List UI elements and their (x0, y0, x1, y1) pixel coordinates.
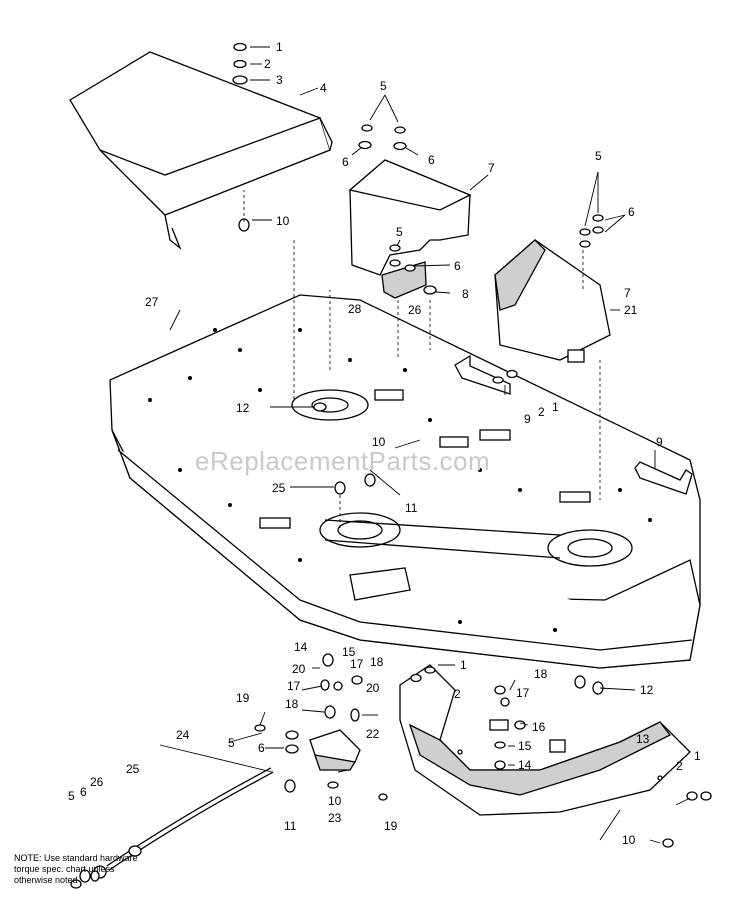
deck-mounting-holes (148, 328, 652, 632)
note-line-1: NOTE: Use standard hardware (14, 853, 138, 863)
callout-7: 7 (488, 161, 495, 175)
callout-2: 2 (264, 57, 271, 71)
callout-1: 1 (460, 658, 467, 672)
callout-16: 16 (532, 720, 546, 734)
callout-20: 20 (292, 662, 306, 676)
callout-17: 17 (287, 679, 301, 693)
callout-10: 10 (276, 214, 290, 228)
callout-5: 5 (68, 789, 75, 803)
callout-11: 11 (284, 819, 297, 833)
callout-6: 6 (80, 785, 87, 799)
callout-17: 17 (516, 686, 530, 700)
callout-6: 6 (428, 153, 435, 167)
front-baffle-hanger (399, 664, 691, 816)
callout-11: 11 (405, 501, 418, 515)
callout-6: 6 (454, 259, 461, 273)
callout-14: 14 (294, 640, 308, 654)
hardware-note: NOTE: Use standard hardware torque spec.… (14, 853, 138, 886)
spindle-shield-left (348, 159, 472, 299)
deck-bracket-right (634, 461, 693, 495)
callout-6: 6 (628, 205, 635, 219)
callout-10: 10 (328, 794, 342, 808)
callout-12: 12 (640, 683, 654, 697)
callout-20: 20 (366, 681, 380, 695)
callout-13: 13 (636, 732, 650, 746)
callout-3: 3 (276, 73, 283, 87)
callout-23: 23 (328, 811, 342, 825)
callout-4: 4 (320, 81, 327, 95)
callout-5: 5 (396, 225, 403, 239)
note-line-2: torque spec. chart unless (14, 864, 115, 874)
callout-2: 2 (538, 405, 545, 419)
callout-12: 12 (236, 401, 250, 415)
callout-15: 15 (518, 739, 532, 753)
callout-26: 26 (90, 775, 104, 789)
callout-2: 2 (676, 759, 683, 773)
spindle-shield-right (494, 239, 611, 363)
callout-6: 6 (258, 741, 265, 755)
deck-bracket-upper (454, 354, 511, 395)
callout-25: 25 (126, 762, 140, 776)
alignment-lines (243, 190, 601, 530)
callout-6: 6 (342, 155, 349, 169)
callout-28: 28 (348, 302, 362, 316)
callout-18: 18 (534, 667, 548, 681)
callout-14: 14 (518, 758, 532, 772)
callout-2: 2 (454, 687, 461, 701)
belt-cover (69, 51, 333, 251)
callout-17: 17 (350, 657, 364, 671)
anti-scalp-bracket (309, 729, 361, 771)
callout-19: 19 (236, 691, 250, 705)
callout-25: 25 (272, 481, 286, 495)
callout-18: 18 (370, 655, 384, 669)
callout-8: 8 (462, 287, 469, 301)
callout-9: 9 (656, 435, 663, 449)
callout-1: 1 (694, 749, 701, 763)
callout-1: 1 (552, 400, 559, 414)
callout-labels: 1 2 3 4 5 6 6 7 10 5 6 5 6 7 21 27 28 26… (68, 40, 701, 847)
callout-7: 7 (624, 286, 631, 300)
callout-24: 24 (176, 728, 190, 742)
callout-1: 1 (276, 40, 283, 54)
callout-21: 21 (624, 303, 638, 317)
watermark-text: eReplacementParts.com (195, 446, 491, 476)
callout-5: 5 (380, 79, 387, 93)
callout-15: 15 (342, 645, 356, 659)
callout-10: 10 (622, 833, 636, 847)
note-line-3: otherwise noted (14, 875, 78, 885)
callout-27: 27 (145, 295, 159, 309)
callout-26: 26 (408, 303, 422, 317)
mower-deck-housing (109, 294, 701, 669)
callout-10: 10 (372, 435, 386, 449)
callout-9: 9 (524, 412, 531, 426)
leader-lines (159, 46, 691, 844)
callout-5: 5 (595, 149, 602, 163)
callout-5: 5 (228, 736, 235, 750)
callout-18: 18 (285, 697, 299, 711)
hardware-fasteners (70, 42, 712, 889)
callout-22: 22 (366, 727, 380, 741)
callout-19: 19 (384, 819, 398, 833)
